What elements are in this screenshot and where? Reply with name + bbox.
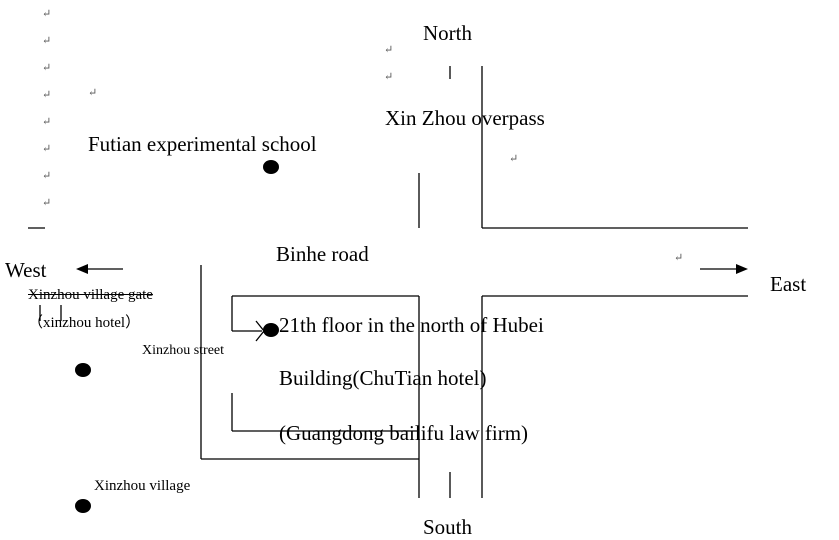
target-label-line1: 21th floor in the north of Hubei	[279, 313, 544, 337]
south-label: South	[423, 515, 473, 539]
village-gate-label: Xinzhou village gate	[28, 287, 153, 303]
para-mark: ↵	[42, 170, 52, 182]
futian-school-dot	[263, 160, 279, 174]
xinzhou-street-label: Xinzhou street	[142, 343, 225, 358]
para-mark: ↵	[42, 143, 52, 155]
west-label: West	[5, 258, 47, 282]
target-building-dot	[263, 323, 279, 337]
para-mark: ↵	[42, 197, 52, 209]
xinzhou-village-dot	[75, 499, 91, 513]
para-mark: ↵	[42, 35, 52, 47]
west-arrow-head	[76, 264, 88, 274]
para-mark: ↵	[42, 116, 52, 128]
north-label: North	[423, 21, 472, 45]
futian-school-label: Futian experimental school	[88, 132, 317, 156]
village-gate-dot	[75, 363, 91, 377]
para-mark: ↵	[674, 252, 684, 264]
east-label: East	[770, 272, 807, 296]
para-mark: ↵	[42, 89, 52, 101]
para-mark: ↵	[42, 8, 52, 20]
village-gate-sublabel: （xinzhou hotel）	[28, 315, 141, 331]
para-mark: ↵	[384, 44, 394, 56]
east-arrow-head	[736, 264, 748, 274]
target-label-line3: (Guangdong bailifu law firm)	[279, 421, 529, 445]
para-mark: ↵	[88, 87, 98, 99]
para-mark: ↵	[42, 62, 52, 74]
binhe-road-label: Binhe road	[276, 242, 369, 266]
target-label-line2: Building(ChuTian hotel)	[279, 366, 487, 390]
para-mark: ↵	[384, 71, 394, 83]
para-mark: ↵	[509, 153, 519, 165]
overpass-label: Xin Zhou overpass	[385, 106, 545, 130]
xinzhou-village-label: Xinzhou village	[94, 478, 191, 494]
